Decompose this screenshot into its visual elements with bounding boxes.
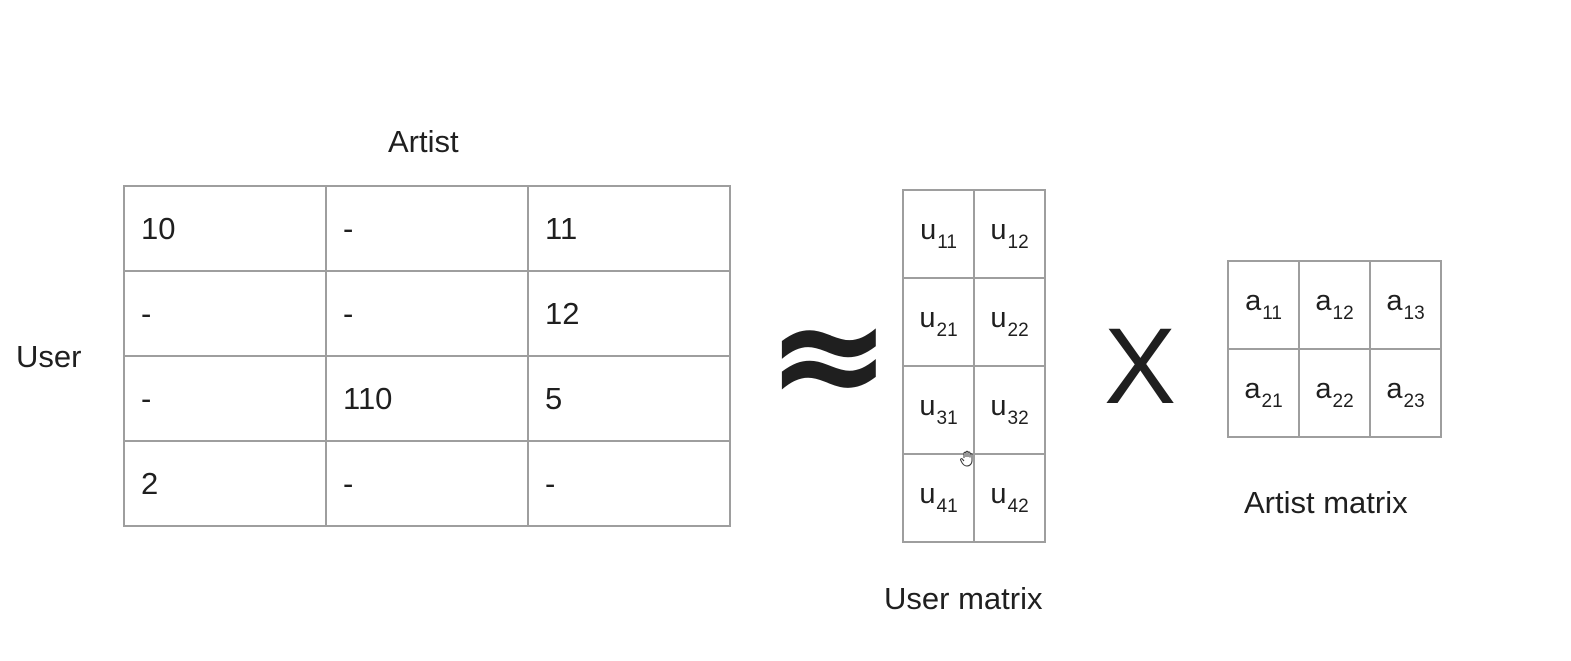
user-matrix-cell: u11 [902,189,975,279]
rating-cell: 11 [527,185,731,272]
cell-subscript: 21 [1261,391,1283,412]
artist-matrix-cell: a21 [1227,348,1300,438]
cell-base: u [919,478,936,510]
artist-matrix: a11 a12 a13 a21 a22 a23 [1227,260,1442,438]
rating-row: 10 - 11 [123,185,731,272]
rating-row: - - 12 [123,270,731,357]
cell-base: a [1244,373,1261,405]
cell-subscript: 42 [1007,496,1029,517]
cell-base: u [990,390,1007,422]
rating-cell: - [527,440,731,527]
user-matrix-cell: u42 [973,453,1046,543]
cell-subscript: 12 [1332,303,1354,324]
user-matrix-cell: u31 [902,365,975,455]
cell-base: u [919,302,936,334]
artist-matrix-cell: a11 [1227,260,1300,350]
rating-cell: - [325,185,529,272]
user-axis-label: User [16,339,82,374]
rating-cell: 110 [325,355,529,442]
cell-base: u [990,302,1007,334]
artist-axis-label: Artist [388,124,459,159]
rating-cell: 5 [527,355,731,442]
user-matrix-row: u31 u32 [902,365,1046,455]
cell-base: u [990,214,1007,246]
rating-cell: 10 [123,185,327,272]
cell-subscript: 21 [936,320,958,341]
user-matrix-cell: u32 [973,365,1046,455]
user-matrix-row: u41 u42 [902,453,1046,543]
artist-matrix-cell: a12 [1298,260,1371,350]
user-matrix-label: User matrix [884,581,1043,616]
approx-symbol: ≈ [766,268,892,442]
rating-cell: - [325,440,529,527]
hand-cursor-icon [960,450,973,467]
cell-base: u [990,478,1007,510]
rating-matrix: 10 - 11 - - 12 - 110 5 2 - - [123,185,731,527]
cell-base: a [1386,285,1403,317]
cell-subscript: 31 [936,408,958,429]
rating-cell: 2 [123,440,327,527]
user-matrix-cell: u22 [973,277,1046,367]
user-matrix-row: u21 u22 [902,277,1046,367]
rating-row: - 110 5 [123,355,731,442]
cell-subscript: 23 [1403,391,1425,412]
user-matrix-cell: u41 [902,453,975,543]
cell-subscript: 22 [1007,320,1029,341]
rating-cell: - [123,355,327,442]
user-matrix: u11 u12 u21 u22 u31 u32 u41 u42 [902,189,1046,543]
multiply-symbol: X [1104,305,1177,426]
cell-base: a [1315,373,1332,405]
cell-subscript: 32 [1007,408,1029,429]
artist-matrix-row: a11 a12 a13 [1227,260,1442,350]
user-matrix-cell: u21 [902,277,975,367]
artist-matrix-cell: a13 [1369,260,1442,350]
cell-subscript: 22 [1332,391,1354,412]
artist-matrix-cell: a22 [1298,348,1371,438]
rating-cell: - [123,270,327,357]
rating-cell: 12 [527,270,731,357]
user-matrix-row: u11 u12 [902,189,1046,279]
cell-subscript: 41 [936,496,958,517]
rating-cell: - [325,270,529,357]
rating-row: 2 - - [123,440,731,527]
cell-base: u [920,214,937,246]
artist-matrix-cell: a23 [1369,348,1442,438]
cell-subscript: 11 [937,232,957,253]
user-matrix-cell: u12 [973,189,1046,279]
cell-subscript: 13 [1403,303,1425,324]
artist-matrix-label: Artist matrix [1244,485,1408,520]
cell-base: a [1386,373,1403,405]
cell-subscript: 12 [1007,232,1029,253]
cell-base: u [919,390,936,422]
cell-base: a [1245,285,1262,317]
artist-matrix-row: a21 a22 a23 [1227,348,1442,438]
cell-base: a [1315,285,1332,317]
cell-subscript: 11 [1262,303,1282,324]
